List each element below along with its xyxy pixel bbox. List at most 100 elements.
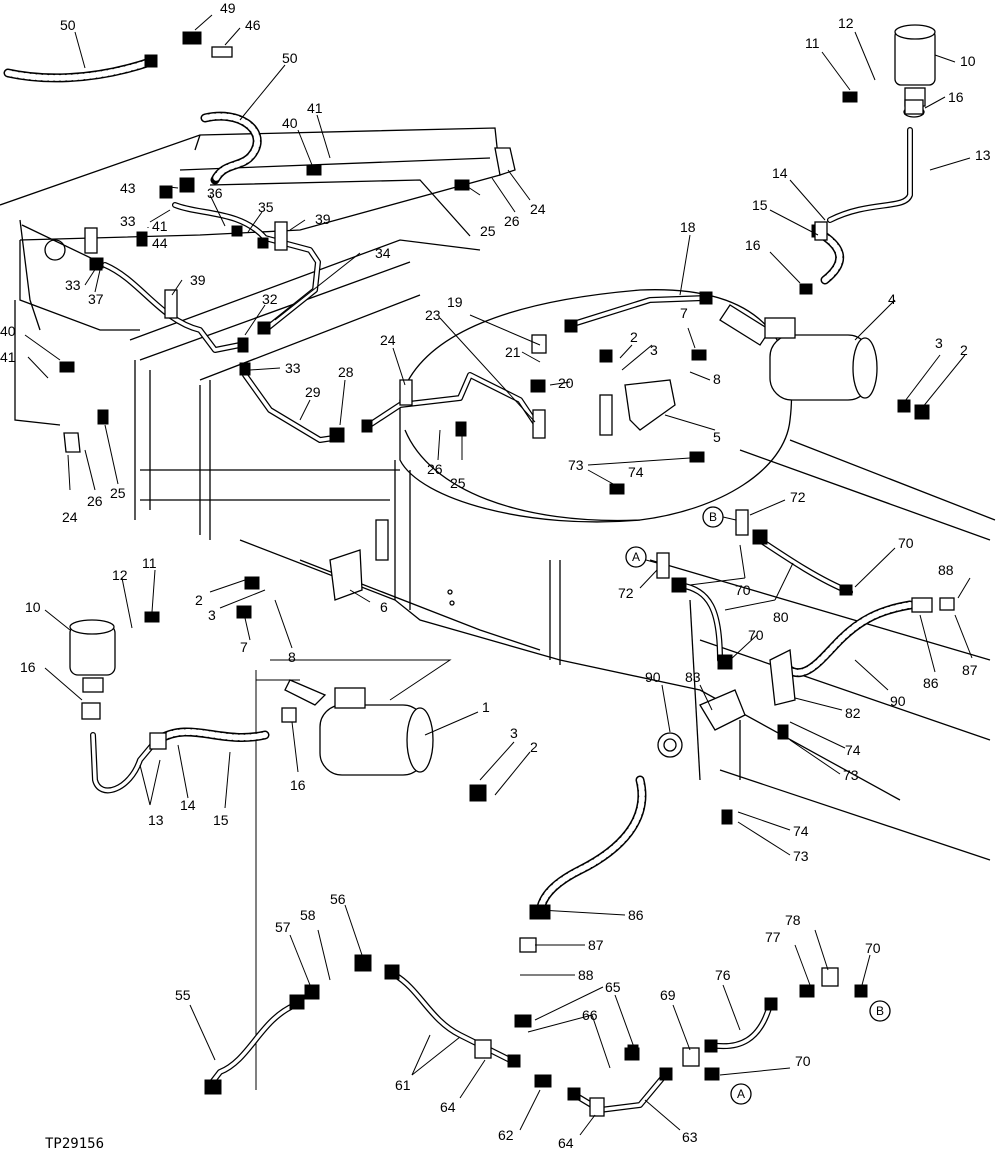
callout-label: 37 (88, 291, 104, 307)
callout-label: 46 (245, 17, 261, 33)
callout-label: 11 (142, 555, 157, 571)
callout-label: 39 (315, 211, 331, 227)
callout-label: 19 (447, 294, 463, 310)
callout-label: 86 (628, 907, 644, 923)
callout-label: 77 (765, 929, 781, 945)
callout-label: 14 (772, 165, 788, 181)
callout-label: 33 (285, 360, 301, 376)
callout-label: 70 (748, 627, 764, 643)
callout-label: 7 (240, 639, 248, 655)
callout-label: 3 (208, 607, 216, 623)
callout-label: 15 (752, 197, 768, 213)
callout-label: 29 (305, 384, 321, 400)
callout-label: 62 (498, 1127, 514, 1143)
callout-label: 26 (87, 493, 103, 509)
callout-label: 25 (450, 475, 466, 491)
callout-label: 23 (425, 307, 441, 323)
callout-label: 80 (773, 609, 789, 625)
callout-label: 25 (110, 485, 126, 501)
callout-label: 55 (175, 987, 191, 1003)
callout-label: 20 (558, 375, 574, 391)
callout-label: 40 (282, 115, 298, 131)
callout-label: 86 (923, 675, 939, 691)
callout-label: 8 (713, 371, 721, 387)
callout-label: 36 (207, 185, 223, 201)
callout-label: 78 (785, 912, 801, 928)
callout-label: 50 (282, 50, 298, 66)
callout-label: 66 (582, 1007, 598, 1023)
callout-label: 43 (120, 180, 136, 196)
callout-label: 57 (275, 919, 291, 935)
callout-label: 7 (680, 305, 688, 321)
callout-label: 33 (120, 213, 136, 229)
connection-marker-label: B (709, 510, 717, 524)
callout-label: 41 (0, 349, 16, 365)
callout-label: 10 (960, 53, 976, 69)
callout-label: 74 (628, 464, 644, 480)
callout-label: 2 (630, 329, 638, 345)
callout-label: 11 (805, 35, 820, 51)
callout-label: 58 (300, 907, 316, 923)
callout-label: 24 (530, 201, 546, 217)
connection-marker-label: B (876, 1004, 884, 1018)
callout-label: 73 (793, 848, 809, 864)
callout-label: 3 (650, 342, 658, 358)
callout-label: 49 (220, 0, 236, 16)
callout-label: 72 (618, 585, 634, 601)
callout-label: 90 (890, 693, 906, 709)
callout-label: 73 (568, 457, 584, 473)
callout-label: 88 (578, 967, 594, 983)
callout-label: 8 (288, 649, 296, 665)
callout-label: 2 (530, 739, 538, 755)
callout-label: 69 (660, 987, 676, 1003)
callout-label: 70 (795, 1053, 811, 1069)
callout-label: 16 (20, 659, 36, 675)
callout-label: 14 (180, 797, 196, 813)
connection-marker-label: A (632, 550, 640, 564)
marker-letters: B A B A (632, 510, 884, 1101)
callout-label: 26 (427, 461, 443, 477)
callout-label: 2 (960, 342, 968, 358)
callout-label: 26 (504, 213, 520, 229)
callout-label: 74 (845, 742, 861, 758)
callout-label: 70 (865, 940, 881, 956)
callout-label: 15 (213, 812, 229, 828)
machine-frame (0, 127, 996, 1090)
callout-label: 13 (148, 812, 164, 828)
callout-label: 1 (482, 699, 490, 715)
callout-label: 61 (395, 1077, 411, 1093)
callout-label: 87 (588, 937, 604, 953)
callout-label: 32 (262, 291, 278, 307)
callout-label: 25 (480, 223, 496, 239)
callout-label: 44 (152, 235, 168, 251)
callout-label: 16 (290, 777, 306, 793)
leader-lines (24, 14, 973, 1136)
callout-label: 33 (65, 277, 81, 293)
callout-label: 34 (375, 245, 391, 261)
callout-label: 70 (735, 582, 751, 598)
callout-label: 63 (682, 1129, 698, 1145)
callout-label: 21 (505, 344, 521, 360)
callout-label: 74 (793, 823, 809, 839)
callout-label: 16 (948, 89, 964, 105)
callout-label: 65 (605, 979, 621, 995)
callout-label: 90 (645, 669, 661, 685)
callout-label: 3 (510, 725, 518, 741)
callout-label: 4 (888, 291, 896, 307)
callout-label: 10 (25, 599, 41, 615)
callout-label: 35 (258, 199, 274, 215)
callout-label: 41 (307, 100, 323, 116)
callout-label: 18 (680, 219, 696, 235)
callout-label: 3 (935, 335, 943, 351)
callout-label: 70 (898, 535, 914, 551)
callout-label: 82 (845, 705, 861, 721)
components (59, 24, 955, 1117)
callout-label: 16 (745, 237, 761, 253)
callout-label: 88 (938, 562, 954, 578)
connection-marker-label: A (737, 1087, 745, 1101)
callout-label: 64 (558, 1135, 574, 1151)
callout-label: 6 (380, 599, 388, 615)
callout-label: 73 (843, 767, 859, 783)
